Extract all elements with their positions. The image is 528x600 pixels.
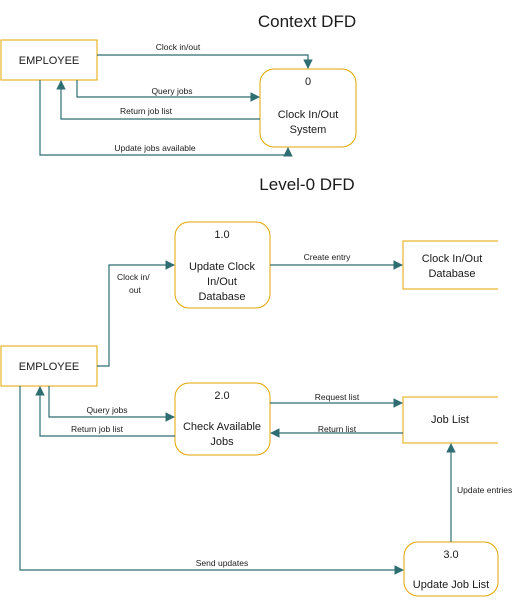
context-title: Context DFD — [258, 12, 356, 31]
level0-flow-create-entry-label: Create entry — [304, 252, 352, 262]
level0-process-1-line2: In/Out — [207, 276, 237, 288]
level0-flow-return-job-list — [35, 386, 175, 437]
context-process-0 — [259, 68, 357, 148]
level0-store-clock-line1: Clock In/Out — [422, 253, 483, 265]
context-flow-clock-in-out — [97, 54, 313, 69]
level0-flow-clock-in-out — [97, 260, 175, 367]
context-flow-clock-in-out-label: Clock in/out — [156, 42, 201, 52]
context-flow-query-jobs — [76, 80, 260, 102]
level0-process-2 — [174, 382, 271, 456]
level0-flow-query-jobs-label: Query jobs — [86, 405, 127, 415]
level0-employee-label: EMPLOYEE — [19, 361, 80, 373]
level0-process-3-line1: Update Job List — [413, 579, 489, 591]
level0-process-3-id: 3.0 — [443, 549, 458, 561]
level0-process-1-id: 1.0 — [214, 229, 229, 241]
level0-flow-send-updates — [19, 386, 404, 575]
level0-flow-query-jobs — [48, 386, 175, 422]
level0-store-job-list — [402, 396, 498, 444]
level0-process-1-line1: Update Clock — [189, 261, 256, 273]
context-employee-label: EMPLOYEE — [19, 55, 80, 67]
level0-store-clock-database — [402, 240, 498, 290]
level0-flow-return-job-list-label: Return job list — [71, 424, 124, 434]
level0-flow-send-updates-label: Send updates — [196, 558, 248, 568]
level0-flow-clock-in-label2: out — [129, 285, 141, 295]
level0-process-2-id: 2.0 — [214, 390, 229, 402]
level0-flow-update-entries-label: Update entries — [457, 485, 512, 495]
level0-flow-clock-in-label1: Clock in/ — [117, 272, 150, 282]
context-process-line2: System — [290, 124, 327, 136]
level0-process-2-line2: Jobs — [210, 436, 234, 448]
context-employee-entity — [0, 39, 98, 81]
context-process-line1: Clock In/Out — [278, 109, 339, 121]
context-process-id: 0 — [305, 76, 311, 88]
context-flow-return-job-list — [56, 80, 260, 120]
context-flow-update-jobs-available-label: Update jobs available — [114, 143, 196, 153]
context-flow-update-jobs-available — [39, 80, 293, 157]
level0-process-2-line1: Check Available — [183, 421, 261, 433]
level0-store-clock-line2: Database — [428, 268, 475, 280]
context-flow-return-job-list-label: Return job list — [120, 106, 173, 116]
level0-flow-return-list-label: Return list — [318, 424, 357, 434]
level0-process-1-line3: Database — [198, 291, 245, 303]
level0-title: Level-0 DFD — [259, 175, 354, 194]
level0-flow-request-list-label: Request list — [315, 392, 360, 402]
level0-store-jobs-line1: Job List — [431, 414, 469, 426]
context-flow-query-jobs-label: Query jobs — [151, 86, 192, 96]
